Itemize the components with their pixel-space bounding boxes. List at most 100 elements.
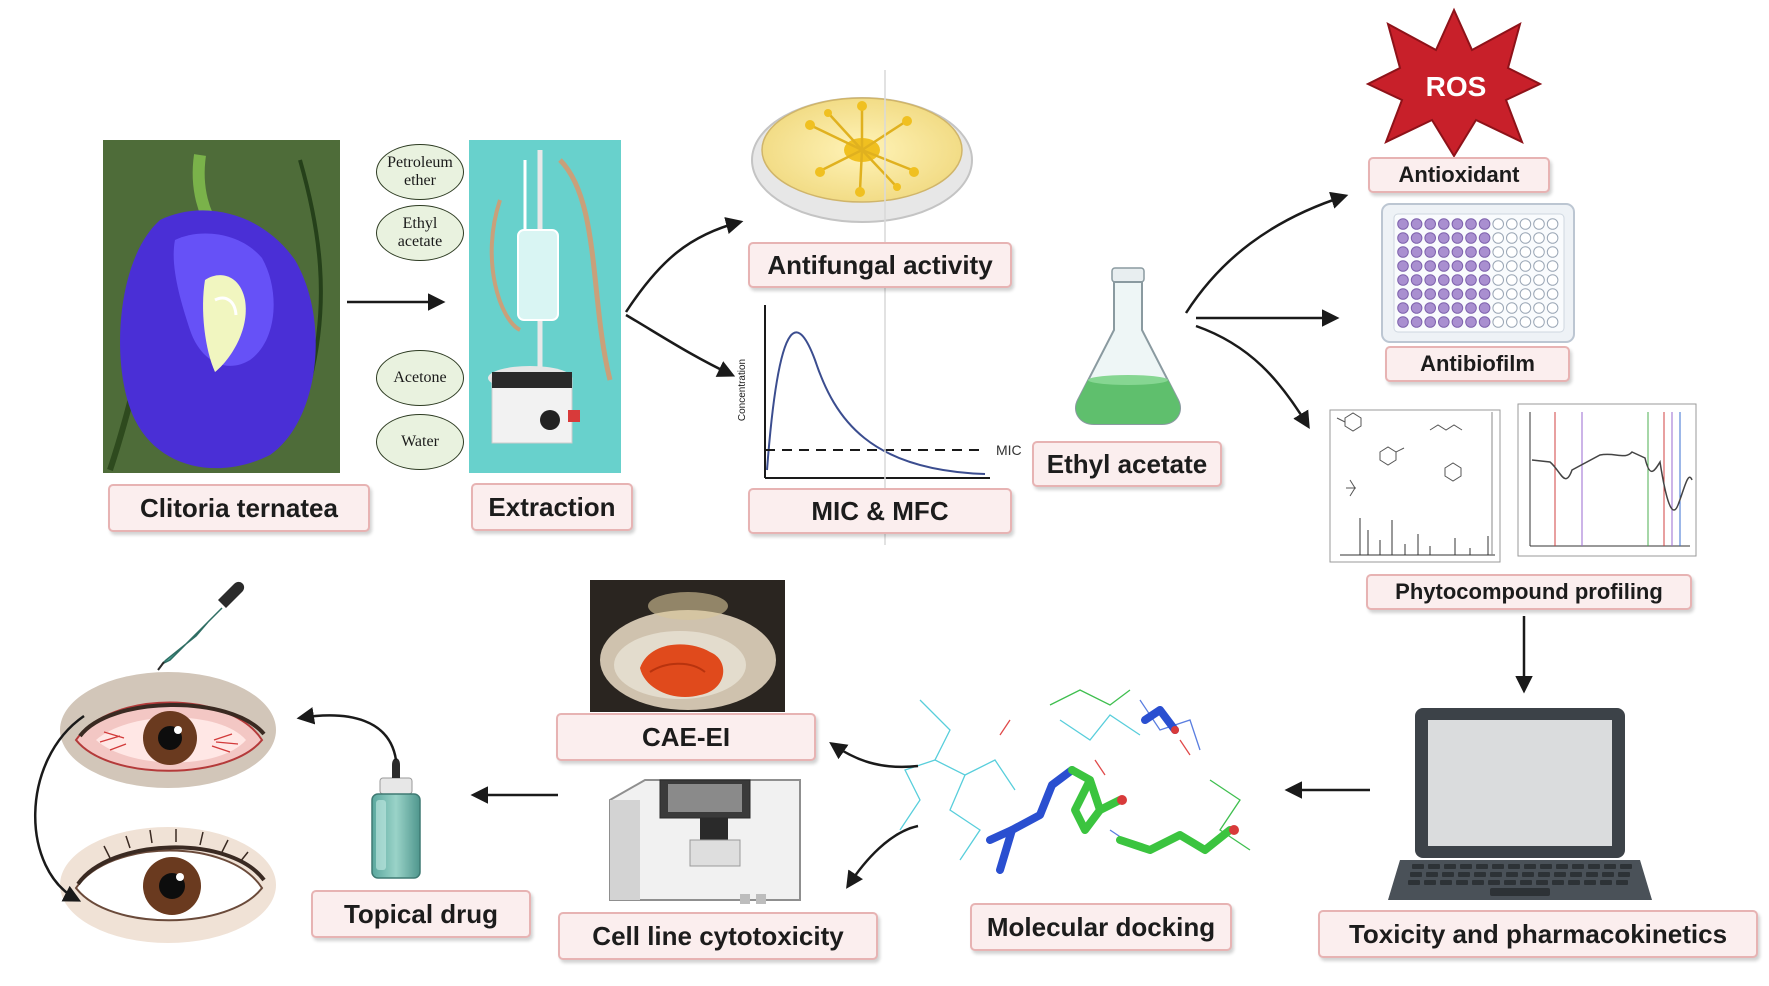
keyboard-key xyxy=(1488,880,1500,885)
label-phytocompound-profiling: Phytocompound profiling xyxy=(1366,574,1692,610)
plate-well xyxy=(1478,232,1491,244)
plate-well xyxy=(1492,260,1504,272)
plate-well xyxy=(1465,232,1477,244)
plate-well xyxy=(1519,288,1532,300)
plate-well xyxy=(1492,302,1504,314)
plate-well xyxy=(1533,260,1545,272)
keyboard-key xyxy=(1412,864,1424,869)
plate-well xyxy=(1519,246,1532,258)
plate-well xyxy=(1465,274,1477,286)
keyboard-key xyxy=(1424,880,1436,885)
plate-well xyxy=(1465,288,1477,300)
keyboard-key xyxy=(1428,864,1440,869)
plate-well xyxy=(1424,274,1436,286)
plate-well xyxy=(1424,246,1436,258)
keyboard-key xyxy=(1520,880,1532,885)
chromatogram-panel xyxy=(1329,409,1501,563)
plate-well xyxy=(1519,316,1532,328)
plate-well xyxy=(1506,260,1518,272)
plate-well xyxy=(1451,246,1464,258)
plate-well xyxy=(1397,246,1409,258)
plate-well xyxy=(1438,288,1450,300)
plate-well xyxy=(1492,246,1504,258)
keyboard-key xyxy=(1492,864,1504,869)
arrow-drop-to-infected-eye xyxy=(296,707,398,761)
solvent-water: Water xyxy=(376,414,464,470)
keyboard-key xyxy=(1504,880,1516,885)
mic-graph-ylabel: Concentration xyxy=(737,359,748,421)
soxhlet-extraction-photo xyxy=(469,140,621,473)
well-plate-illustration xyxy=(1381,203,1575,343)
plate-well xyxy=(1410,218,1423,230)
keyboard-key xyxy=(1604,864,1616,869)
plate-well xyxy=(1546,260,1559,272)
plate-well xyxy=(1438,246,1450,258)
plate-well xyxy=(1519,260,1532,272)
solvent-acetone: Acetone xyxy=(376,350,464,406)
plate-well xyxy=(1438,302,1450,314)
plate-well xyxy=(1410,302,1423,314)
keyboard-key xyxy=(1476,864,1488,869)
label-molecular-docking: Molecular docking xyxy=(970,903,1232,951)
plate-well xyxy=(1424,232,1436,244)
label-mic-mfc: MIC & MFC xyxy=(748,488,1012,534)
plate-well xyxy=(1451,316,1464,328)
infected-eye-illustration xyxy=(60,672,276,788)
keyboard-key xyxy=(1456,880,1468,885)
label-antibiofilm: Antibiofilm xyxy=(1385,346,1570,382)
keyboard-key xyxy=(1568,880,1580,885)
keyboard-key xyxy=(1552,880,1564,885)
ftir-spectrum-panel xyxy=(1517,403,1697,557)
label-extraction: Extraction xyxy=(471,483,633,531)
plate-well xyxy=(1546,288,1559,300)
plate-well xyxy=(1424,302,1436,314)
label-cae-ei: CAE-EI xyxy=(556,713,816,761)
plate-well xyxy=(1438,218,1450,230)
plate-well xyxy=(1397,288,1409,300)
keyboard-key xyxy=(1490,872,1502,877)
arrow-flask-to-antioxidant xyxy=(1184,191,1349,314)
petri-dish-illustration xyxy=(751,97,973,223)
plate-well xyxy=(1478,302,1491,314)
plate-well xyxy=(1546,274,1559,286)
plate-well xyxy=(1478,316,1491,328)
molecular-docking-structure xyxy=(899,689,1251,874)
keyboard-key xyxy=(1472,880,1484,885)
plate-well xyxy=(1397,218,1409,230)
label-ethyl-acetate: Ethyl acetate xyxy=(1032,441,1222,487)
plate-well xyxy=(1465,218,1477,230)
plate-well xyxy=(1546,316,1559,328)
plate-well xyxy=(1451,288,1464,300)
eye-drop-bottle-icon xyxy=(371,758,421,879)
keyboard-key xyxy=(1524,864,1536,869)
plate-well xyxy=(1424,288,1436,300)
keyboard-key xyxy=(1444,864,1456,869)
keyboard-key xyxy=(1570,872,1582,877)
keyboard-key xyxy=(1536,880,1548,885)
plate-well xyxy=(1546,302,1559,314)
plate-well xyxy=(1478,274,1491,286)
plate-well xyxy=(1397,260,1409,272)
solvent-ethyl-acetate: Ethyl acetate xyxy=(376,205,464,261)
plate-well xyxy=(1438,316,1450,328)
plate-well xyxy=(1397,232,1409,244)
keyboard-key xyxy=(1540,864,1552,869)
plate-well xyxy=(1492,218,1504,230)
label-topical-drug: Topical drug xyxy=(311,890,531,938)
label-toxicity-pharmacokinetics: Toxicity and pharmacokinetics xyxy=(1318,910,1758,958)
plate-well xyxy=(1533,302,1545,314)
keyboard-key xyxy=(1408,880,1420,885)
keyboard-key xyxy=(1602,872,1614,877)
plate-well xyxy=(1410,246,1423,258)
clitoria-flower-photo xyxy=(103,140,340,473)
plate-well xyxy=(1465,246,1477,258)
plate-well xyxy=(1492,288,1504,300)
keyboard-key xyxy=(1584,880,1596,885)
mic-line-label: MIC xyxy=(996,442,1022,458)
plate-well xyxy=(1533,218,1545,230)
plate-well xyxy=(1438,232,1450,244)
plate-well xyxy=(1410,274,1423,286)
label-cell-line-cytotoxicity: Cell line cytotoxicity xyxy=(558,912,878,960)
arrow-infected-to-healthy-eye xyxy=(34,714,85,902)
keyboard-key xyxy=(1474,872,1486,877)
